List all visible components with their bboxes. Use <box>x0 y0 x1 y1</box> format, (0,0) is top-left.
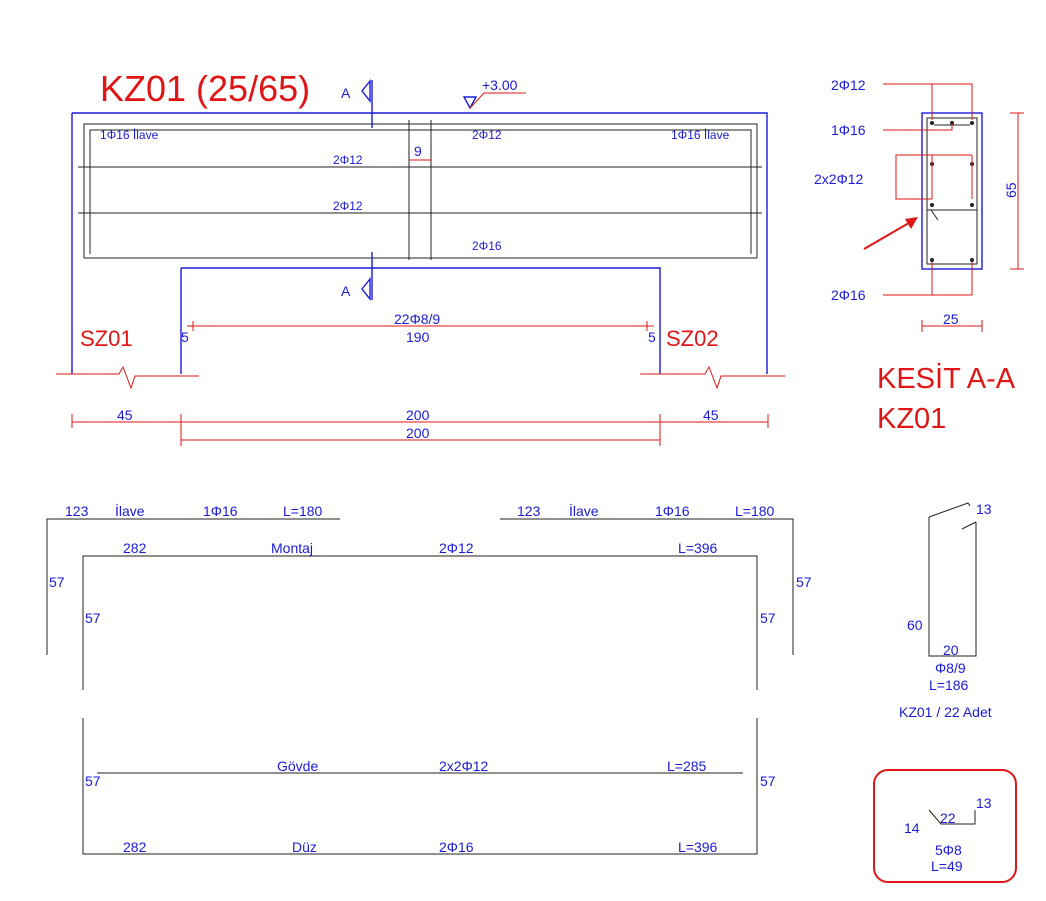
govde-L: L=285 <box>667 758 707 774</box>
beam-outline-top <box>72 112 768 374</box>
section-mark-bottom: A <box>341 283 351 299</box>
beam-elevation: KZ01 (25/65) A A +3.00 1Φ16 İlave 1Φ16 İ… <box>56 68 785 446</box>
bottom-bar-label: 2Φ16 <box>472 239 502 253</box>
support-right-label: SZ02 <box>666 326 719 351</box>
dim-left-label: 45 <box>117 407 133 423</box>
section-outline <box>921 112 983 270</box>
extra-right-len: 123 <box>517 503 541 519</box>
extra-left-bar-label: 1Φ16 <box>203 503 238 519</box>
cut-arrow-bottom-icon <box>361 277 371 301</box>
section-extra-bar-label: 1Φ16 <box>831 122 866 138</box>
stirrup-hook-side <box>961 521 977 530</box>
duz-name: Düz <box>292 839 317 855</box>
extra-left-bar <box>46 518 340 655</box>
extra-left-leg: 57 <box>49 574 65 590</box>
section-title: KESİT A-A <box>877 362 1016 395</box>
duz-bar-label: 2Φ16 <box>439 839 474 855</box>
tie-hook-label: 13 <box>976 795 992 811</box>
duz-L: L=396 <box>678 839 718 855</box>
section-mark-top: A <box>341 85 351 101</box>
leader-side-bars <box>895 154 932 200</box>
support-right-line <box>640 365 785 390</box>
montaj-name: Montaj <box>271 540 313 556</box>
leader-top-bars <box>883 83 933 120</box>
gap-label: 9 <box>414 143 422 159</box>
section-side-bars-label: 2x2Φ12 <box>814 171 864 187</box>
tie-left-label: 14 <box>904 820 920 836</box>
duz-bar <box>82 718 758 855</box>
stirrup-length-label: L=186 <box>929 677 969 693</box>
dim-total-label: 200 <box>406 425 430 441</box>
govde-leg-left: 57 <box>85 773 101 789</box>
tie-shape <box>928 809 976 825</box>
offset-right-label: 5 <box>648 329 656 345</box>
leader-extra-bar <box>883 123 953 131</box>
montaj-bar <box>82 555 758 690</box>
extra-left-len: 123 <box>65 503 89 519</box>
support-left-label: SZ01 <box>80 326 133 351</box>
elevation-leader <box>469 92 526 109</box>
section-stirrup <box>926 117 978 265</box>
bar-schedule: 123 İlave 1Φ16 L=180 57 123 İlave 1Φ16 L… <box>46 502 812 855</box>
stirrup-span-label: 190 <box>406 329 430 345</box>
govde-name: Gövde <box>277 758 318 774</box>
montaj-bar-label: 2Φ12 <box>439 540 474 556</box>
cut-arrow-top-icon <box>361 79 371 103</box>
tie-length-label: 22 <box>940 810 956 826</box>
montaj-L: L=396 <box>678 540 718 556</box>
extra-left-L: L=180 <box>283 503 323 519</box>
montaj-leg-right: 57 <box>760 610 776 626</box>
montaj-leg-left: 57 <box>85 610 101 626</box>
top-right-extra-label: 1Φ16 İlave <box>671 128 730 142</box>
duz-len: 282 <box>123 839 147 855</box>
stirrup-hook-label: 13 <box>976 501 992 517</box>
mid-bar-label-2: 2Φ12 <box>333 199 363 213</box>
stirrup-hook-top <box>928 502 971 518</box>
section-width-label: 25 <box>943 311 959 327</box>
top-left-extra-label: 1Φ16 İlave <box>100 128 159 142</box>
stirrup-shape <box>928 517 977 657</box>
govde-bar-label: 2x2Φ12 <box>439 758 489 774</box>
stirrup-height-label: 60 <box>907 617 923 633</box>
extra-bar-line <box>89 129 752 254</box>
section-height-label: 65 <box>1003 182 1019 198</box>
montaj-len: 282 <box>123 540 147 556</box>
extra-right-leg: 57 <box>796 574 812 590</box>
stirrup-detail: 13 60 20 Φ8/9 L=186 KZ01 / 22 Adet <box>899 501 992 720</box>
extra-right-bar-label: 1Φ16 <box>655 503 690 519</box>
stirrup-bar-label: Φ8/9 <box>935 660 966 676</box>
section-subtitle: KZ01 <box>877 403 946 435</box>
extra-right-L: L=180 <box>735 503 775 519</box>
elevation-label: +3.00 <box>482 77 518 93</box>
govde-leg-right: 57 <box>760 773 776 789</box>
section-bottom-bars-label: 2Φ16 <box>831 287 866 303</box>
dim-center-label: 200 <box>406 407 430 423</box>
offset-left-label: 5 <box>181 329 189 345</box>
dim-right-label: 45 <box>703 407 719 423</box>
top-bar-label: 2Φ12 <box>472 128 502 142</box>
section-top-bars-label: 2Φ12 <box>831 77 866 93</box>
beam-title: KZ01 (25/65) <box>100 68 310 109</box>
support-left-line <box>56 365 199 390</box>
top-bar-line <box>83 123 758 258</box>
elevation-triangle-icon <box>462 96 478 110</box>
extra-right-name: İlave <box>569 502 599 519</box>
leader-bottom-bars <box>883 262 973 296</box>
stirrup-count-label: KZ01 / 22 Adet <box>899 704 992 720</box>
section-a-a: 2Φ12 1Φ16 2x2Φ12 2Φ16 65 25 KESİT A-A KZ… <box>814 77 1024 435</box>
tie-highlight-box <box>873 769 1017 883</box>
extra-right-bar <box>500 518 794 655</box>
tie-bar-label: 5Φ8 <box>935 842 962 858</box>
stirrup-width-label: 20 <box>943 642 959 658</box>
extra-left-name: İlave <box>115 502 145 519</box>
tie-L-label: L=49 <box>931 858 963 874</box>
stirrup-label: 22Φ8/9 <box>394 311 440 327</box>
tie-detail: 14 22 13 5Φ8 L=49 <box>873 769 1017 883</box>
pointer-arrow-icon <box>905 217 918 229</box>
pointer-arrow-line <box>863 219 915 250</box>
beam-soffit <box>181 267 661 374</box>
mid-bar-label-1: 2Φ12 <box>333 153 363 167</box>
